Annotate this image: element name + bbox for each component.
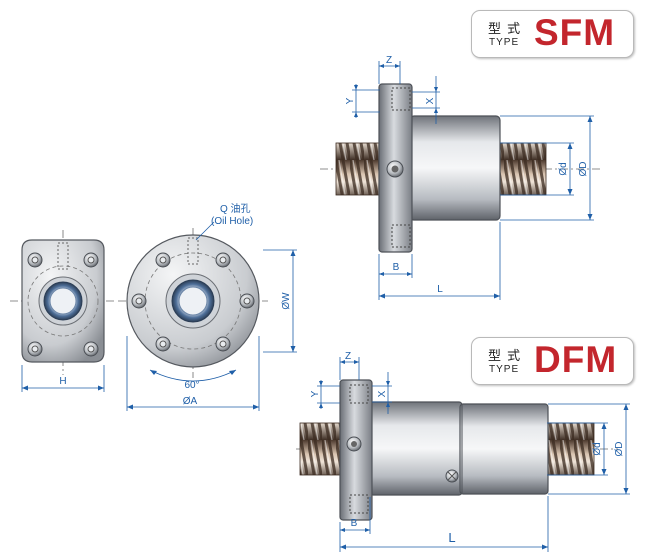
dim-d-large-label: ØD — [578, 162, 589, 177]
dim-l-label: L — [448, 530, 455, 545]
type-badge-sfm: 型 式 TYPE SFM — [471, 10, 634, 58]
dim-y-label: Y — [310, 390, 321, 397]
dim-b-label: B — [393, 262, 400, 273]
dim-d-small-label: Ød — [592, 442, 603, 455]
oil-hole-label: Q 油孔 — [220, 202, 251, 215]
dfm-side-view: Z Y X B L Ød ØD — [296, 351, 630, 552]
badge-type-cn: 型 式 — [488, 22, 522, 37]
dim-l-label: L — [437, 284, 443, 295]
oil-hole-label-en: (Oil Hole) — [211, 216, 253, 227]
badge-type-cn: 型 式 — [488, 349, 522, 364]
dim-w-label: ØW — [281, 292, 292, 310]
dim-x-label: X — [377, 390, 388, 397]
type-badge-dfm: 型 式 TYPE DFM — [471, 337, 634, 385]
dim-x-label: X — [425, 97, 436, 104]
dim-y-label: Y — [345, 97, 356, 104]
badge-model: SFM — [534, 12, 616, 53]
sfm-side-view: Z Y X B L Ød ØD — [320, 55, 600, 300]
dim-z-label: Z — [345, 351, 351, 362]
dim-d-small-label: Ød — [558, 162, 569, 175]
dim-z-label: Z — [386, 55, 392, 66]
dim-d-large-label: ØD — [614, 442, 625, 457]
badge-type-en: TYPE — [489, 37, 520, 48]
dim-60-label: 60° — [184, 380, 199, 391]
dim-h-label: H — [59, 376, 66, 387]
dim-a-label: ØA — [183, 396, 198, 407]
dfm-front-view: Q 油孔 (Oil Hole) 60° ØA ØW — [118, 202, 297, 411]
sfm-front-view: H — [10, 230, 115, 392]
badge-type-en: TYPE — [489, 364, 520, 375]
dim-b-label: B — [351, 518, 358, 529]
badge-model: DFM — [534, 339, 618, 380]
